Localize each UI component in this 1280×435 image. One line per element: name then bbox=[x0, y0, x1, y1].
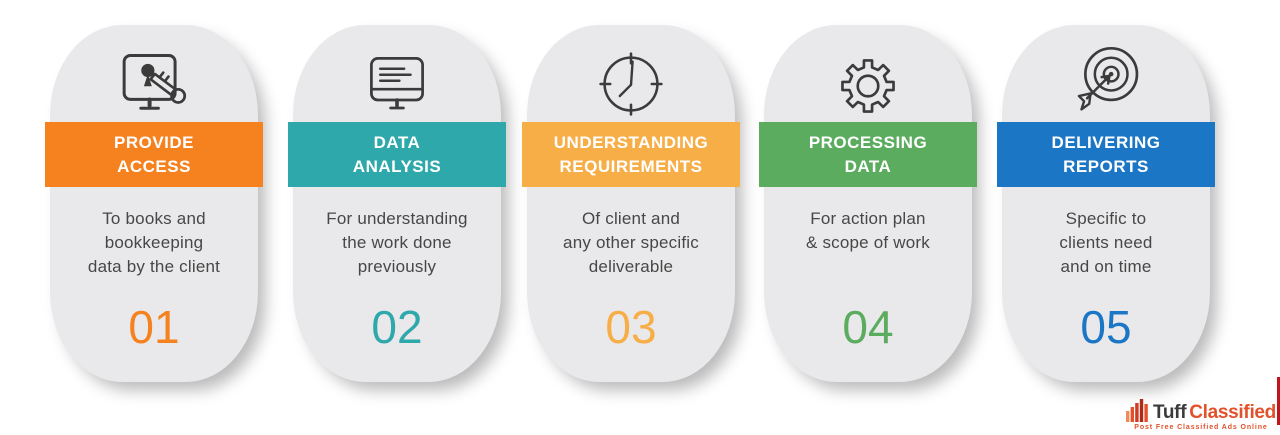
step-banner: PROCESSING DATA bbox=[759, 122, 977, 187]
step-card-provide-access: PROVIDE ACCESS To books and bookkeeping … bbox=[45, 25, 263, 382]
step-banner: DATA ANALYSIS bbox=[288, 122, 506, 187]
clock-icon bbox=[599, 52, 663, 116]
step-description: Specific to clients need and on time bbox=[1059, 209, 1153, 276]
step-banner: UNDERSTANDING REQUIREMENTS bbox=[522, 122, 740, 187]
step-icon-wrap bbox=[50, 25, 258, 124]
step-icon-wrap bbox=[764, 25, 972, 124]
gear-icon bbox=[841, 59, 895, 113]
step-number: 02 bbox=[371, 301, 423, 353]
step-banner: DELIVERING REPORTS bbox=[997, 122, 1215, 187]
step-number: 05 bbox=[1080, 301, 1132, 353]
step-description: For understanding the work done previous… bbox=[326, 209, 468, 276]
step-description: To books and bookkeeping data by the cli… bbox=[87, 209, 221, 276]
step-banner: PROVIDE ACCESS bbox=[45, 122, 263, 187]
step-icon-wrap bbox=[527, 25, 735, 124]
step-number: 01 bbox=[128, 301, 180, 353]
step-number: 04 bbox=[842, 301, 894, 353]
logo-tagline: Post Free Classified Ads Online bbox=[1134, 424, 1268, 431]
monitor-key-icon bbox=[122, 54, 187, 110]
logo-text-tuff: Tuff bbox=[1152, 402, 1187, 423]
monitor-lines-icon bbox=[370, 57, 424, 110]
right-edge-red-mark bbox=[1277, 377, 1280, 425]
step-description: Of client and any other specific deliver… bbox=[563, 209, 699, 276]
step-card-data-analysis: DATA ANALYSIS For understanding the work… bbox=[288, 25, 506, 382]
step-number: 03 bbox=[605, 301, 657, 353]
step-icon-wrap bbox=[293, 25, 501, 124]
target-dart-icon bbox=[1077, 46, 1139, 111]
logo-text-classified: Classified bbox=[1189, 402, 1276, 423]
step-card-delivering-reports: DELIVERING REPORTS Specific to clients n… bbox=[997, 25, 1215, 382]
step-card-processing-data: PROCESSING DATA For action plan & scope … bbox=[759, 25, 977, 382]
step-description: For action plan & scope of work bbox=[806, 209, 930, 252]
step-card-understanding-requirements: UNDERSTANDING REQUIREMENTS Of client and… bbox=[522, 25, 740, 382]
bars-logo-icon bbox=[1125, 399, 1148, 422]
step-icon-wrap bbox=[1002, 25, 1210, 124]
